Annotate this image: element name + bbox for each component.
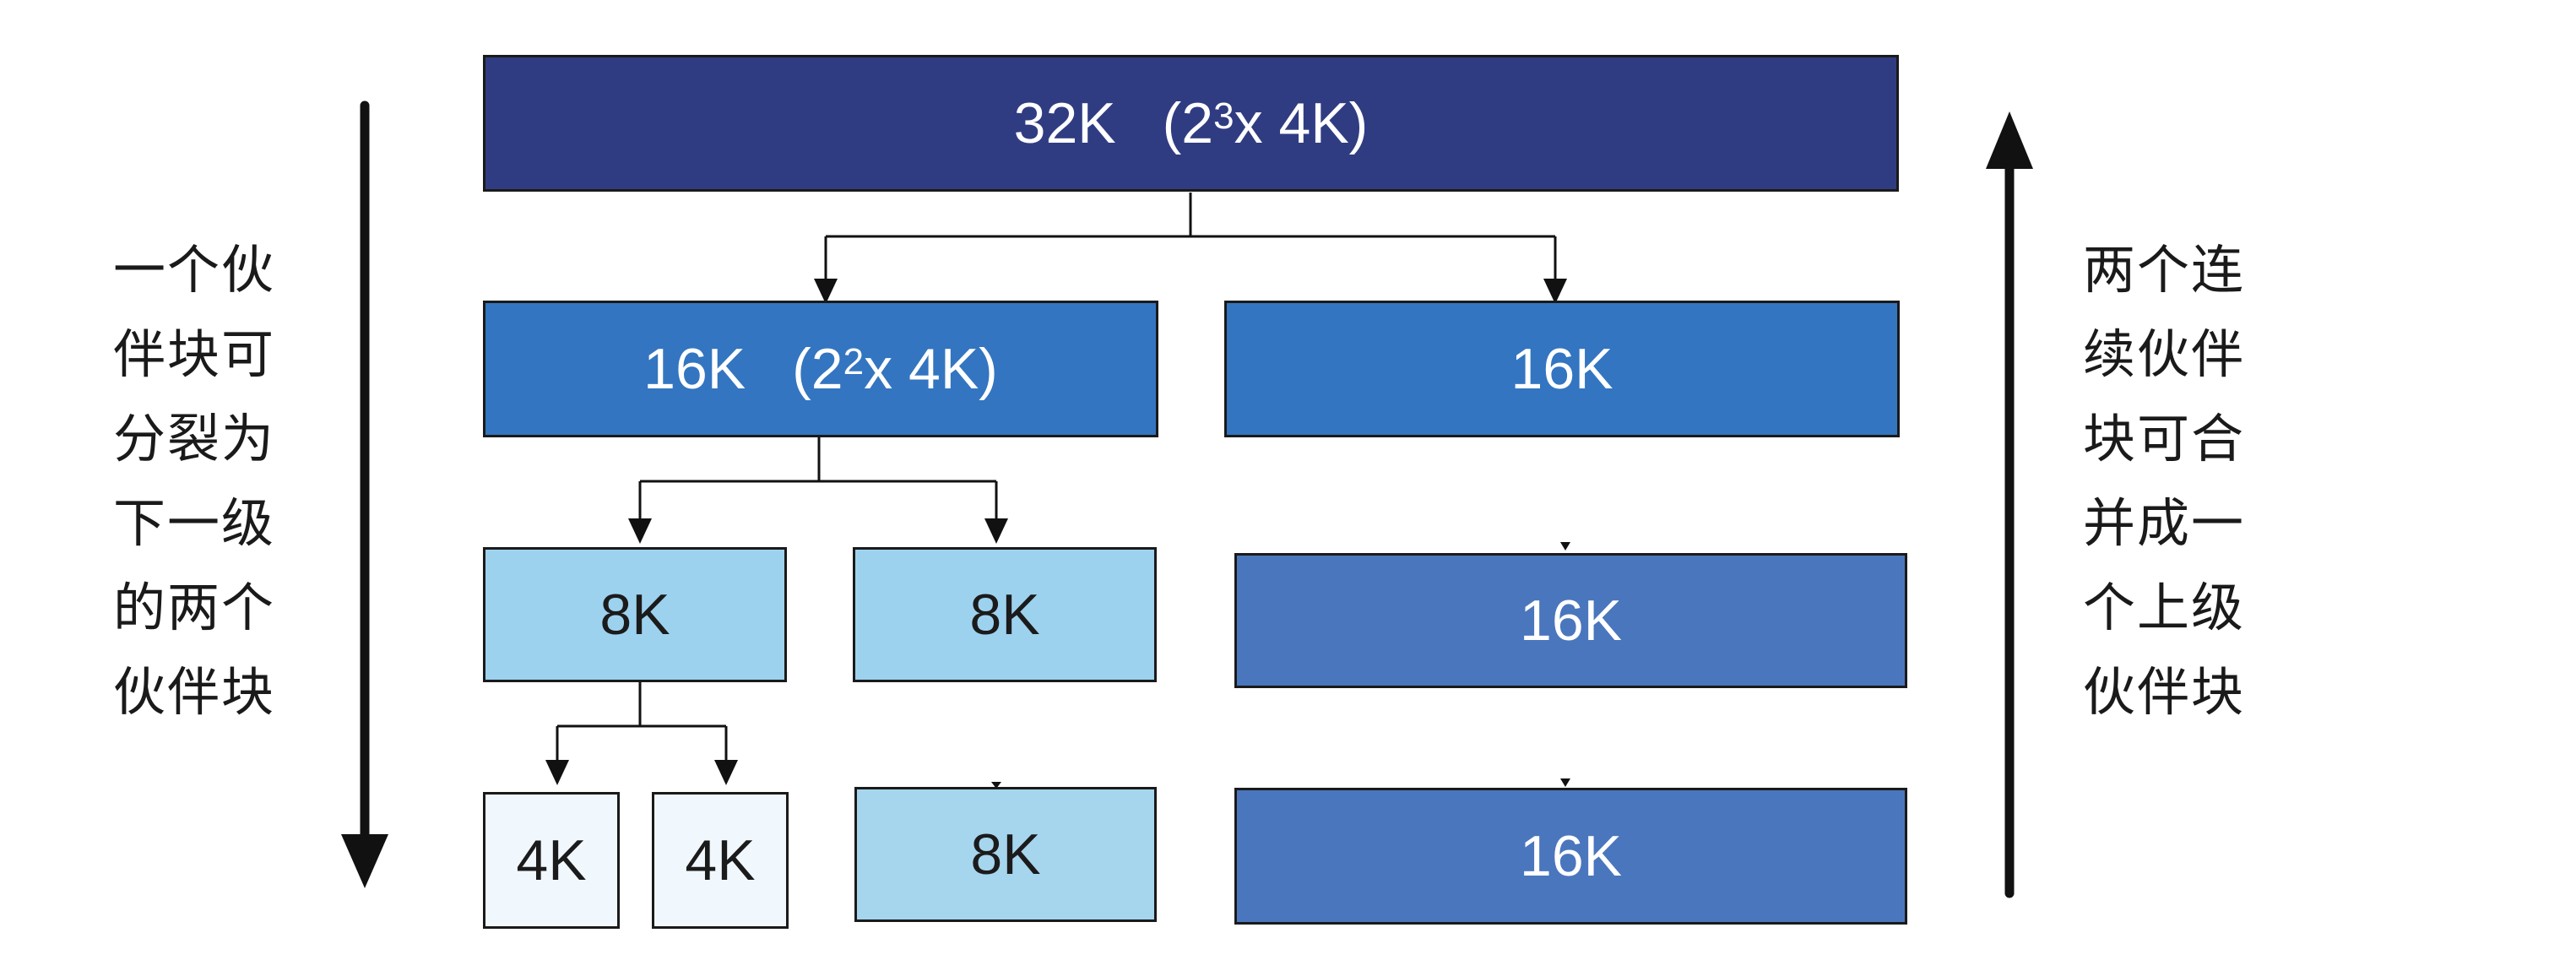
caption-line: 伙伴块 (113, 661, 276, 723)
arrowhead (628, 518, 652, 544)
block-16k-merged-1: 16K (1234, 553, 1907, 688)
caption-line: 一个伙 (113, 239, 276, 301)
formula-close: x 4K) (1234, 91, 1369, 155)
arrowhead (714, 760, 738, 785)
caption-line: 下一级 (113, 492, 276, 554)
arrowhead (984, 518, 1008, 544)
split-direction-arrow (341, 100, 388, 888)
block-16k-merged-2: 16K (1234, 788, 1907, 925)
merge-caption: 两个连 续伙伴 块可合 并成一 个上级 伙伴块 (2083, 228, 2286, 735)
block-4k-2: 4K (652, 792, 789, 929)
formula-exponent: 2 (843, 341, 865, 382)
block-8k-2: 8K (853, 547, 1157, 682)
caption-line: 块可合 (2083, 408, 2246, 469)
block-size-label: 16K (1520, 588, 1622, 653)
block-size-label: 16K (643, 337, 746, 401)
block-32k: 32K (2 3 x 4K) (483, 55, 1899, 192)
arrowhead (814, 279, 838, 304)
block-size-label: 8K (599, 583, 670, 647)
caption-line: 续伙伴 (2083, 323, 2246, 385)
caption-line: 并成一 (2083, 492, 2246, 554)
formula-open: (2 (1162, 91, 1214, 155)
block-size-label: 8K (970, 822, 1041, 887)
block-size-label: 32K (1013, 91, 1116, 155)
arrowhead (1543, 279, 1567, 304)
split-caption: 一个伙 伴块可 分裂为 下一级 的两个 伙伴块 (113, 228, 316, 735)
merge-direction-arrow (1986, 111, 2033, 898)
block-size-label: 4K (685, 828, 756, 892)
caption-line: 伙伴块 (2083, 661, 2246, 723)
block-8k-1: 8K (483, 547, 787, 682)
formula-exponent: 3 (1213, 95, 1234, 137)
block-16k-left: 16K (2 2 x 4K) (483, 301, 1158, 437)
block-size-label: 4K (516, 828, 587, 892)
block-16k-right: 16K (1224, 301, 1900, 437)
formula-close: x 4K) (864, 337, 998, 401)
block-4k-1: 4K (483, 792, 620, 929)
caption-line: 伴块可 (113, 323, 276, 385)
block-size-label: 16K (1520, 824, 1622, 888)
arrowhead (545, 760, 569, 785)
formula-open: (2 (792, 337, 843, 401)
block-8k-merged: 8K (854, 787, 1157, 922)
block-size-label: 16K (1510, 337, 1613, 401)
caption-line: 两个连 (2083, 239, 2246, 301)
caption-line: 的两个 (113, 577, 276, 638)
caption-line: 分裂为 (113, 408, 276, 469)
block-size-label: 8K (969, 583, 1040, 647)
caption-line: 个上级 (2083, 577, 2246, 638)
